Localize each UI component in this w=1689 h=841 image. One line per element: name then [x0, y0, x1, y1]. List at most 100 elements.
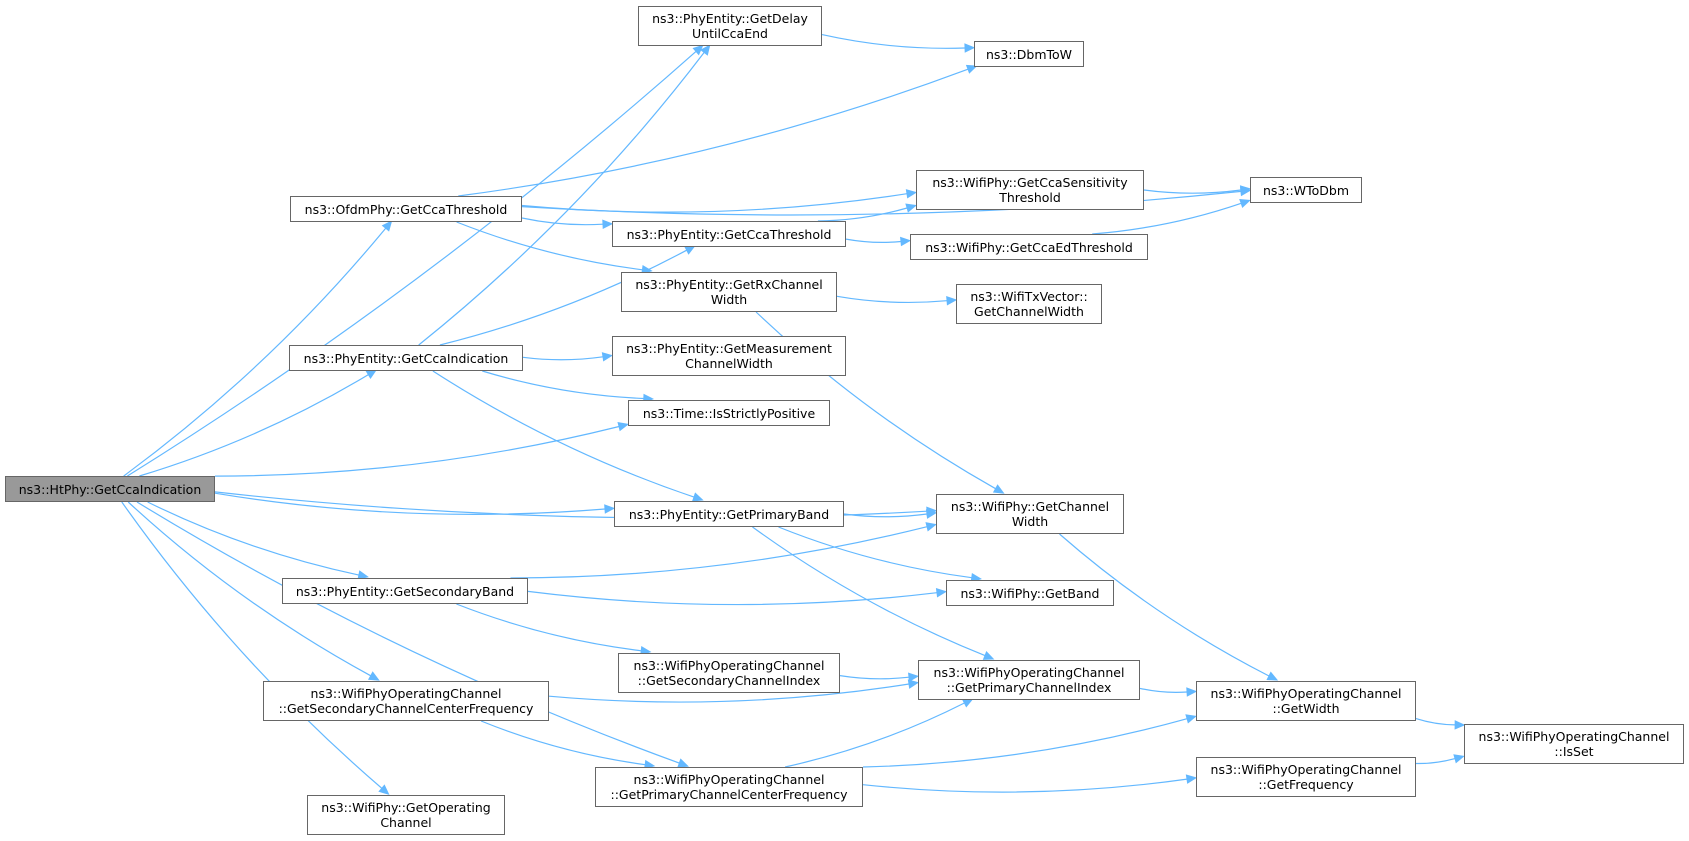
edge-get-secondary-band-to-get-secondary-channel-index: [456, 603, 642, 652]
edge-get-primary-channel-center-frequency-to-opchannel-get-width: [862, 718, 1188, 768]
node-get-cca-ed-threshold[interactable]: ns3::WifiPhy::GetCcaEdThreshold: [910, 234, 1148, 260]
edge-get-primary-channel-index-to-opchannel-get-width: [1139, 687, 1188, 693]
node-label: ns3::DbmToW: [985, 46, 1073, 62]
node-label-line: ns3::PhyEntity::GetRxChannel: [635, 277, 823, 292]
node-get-cca-indication[interactable]: ns3::PhyEntity::GetCcaIndication: [289, 345, 523, 371]
edge-arrowhead: [946, 295, 958, 306]
edge-arrowhead: [1186, 687, 1198, 697]
node-label-line: ::GetSecondaryChannelIndex: [637, 673, 821, 688]
node-get-primary-channel-center-frequency[interactable]: ns3::WifiPhyOperatingChannel::GetPrimary…: [595, 767, 863, 807]
node-label: ns3::PhyEntity::GetPrimaryBand: [628, 506, 830, 522]
node-opchannel-get-frequency[interactable]: ns3::WifiPhyOperatingChannel::GetFrequen…: [1196, 757, 1416, 797]
node-get-primary-band[interactable]: ns3::PhyEntity::GetPrimaryBand: [614, 501, 844, 527]
node-is-strictly-positive[interactable]: ns3::Time::IsStrictlyPositive: [628, 400, 830, 426]
node-label-line: ::GetPrimaryChannelIndex: [946, 680, 1112, 695]
node-label-line: ::GetSecondaryChannelCenterFrequency: [278, 701, 534, 716]
edge-htphy-get-cca-indication-to-get-secondary-band: [147, 501, 360, 576]
edge-phyentity-get-cca-threshold-to-get-cca-ed-threshold: [845, 238, 902, 243]
node-label-line: ::GetPrimaryChannelCenterFrequency: [610, 787, 848, 802]
edge-get-delay-until-cca-end-to-dbm-to-w: [821, 34, 966, 49]
edge-ofdm-get-cca-threshold-to-get-cca-sensitivity-threshold: [521, 193, 908, 213]
edge-get-primary-band-to-wifiphy-get-channel-width: [843, 513, 928, 518]
node-label-line: ns3::WifiPhyOperatingChannel: [310, 686, 502, 701]
node-label-line: ns3::WifiPhyOperatingChannel: [933, 665, 1125, 680]
node-label-line: ns3::WifiPhyOperatingChannel: [633, 658, 825, 673]
node-label-line: ns3::WifiPhyOperatingChannel: [633, 772, 825, 787]
node-label-line: ::GetFrequency: [1258, 777, 1354, 792]
edge-htphy-get-cca-indication-to-get-secondary-channel-center-frequency: [127, 501, 372, 677]
node-opchannel-is-set[interactable]: ns3::WifiPhyOperatingChannel::IsSet: [1464, 724, 1684, 764]
node-label-line: ns3::PhyEntity::GetMeasurement: [626, 341, 832, 356]
node-label-line: ::GetWidth: [1272, 701, 1340, 716]
edge-arrowhead: [604, 504, 616, 514]
node-label: ns3::Time::IsStrictlyPositive: [642, 405, 816, 421]
edge-arrowhead: [992, 484, 1005, 494]
edge-arrowhead: [965, 64, 978, 74]
edge-get-cca-indication-to-get-delay-until-cca-end: [418, 52, 705, 346]
node-label-line: ns3::WifiPhy::GetCcaSensitivity: [932, 175, 1128, 190]
node-get-primary-channel-index[interactable]: ns3::WifiPhyOperatingChannel::GetPrimary…: [918, 660, 1140, 700]
edge-htphy-get-cca-indication-to-is-strictly-positive: [214, 425, 620, 477]
edge-get-primary-channel-center-frequency-to-get-primary-channel-index: [784, 702, 965, 768]
edge-arrowhead: [964, 43, 976, 53]
edge-arrowhead: [1239, 199, 1251, 208]
edge-arrowhead: [367, 671, 380, 681]
node-label-line: ns3::PhyEntity::GetDelay: [652, 11, 808, 26]
node-opchannel-get-width[interactable]: ns3::WifiPhyOperatingChannel::GetWidth: [1196, 681, 1416, 721]
node-label-line: ChannelWidth: [685, 356, 773, 371]
edge-arrowhead: [925, 522, 937, 532]
node-label-line: ns3::WifiPhy::GetChannel: [950, 499, 1110, 514]
edge-arrowhead: [1266, 671, 1279, 681]
node-label: ns3::PhyEntity::GetSecondaryBand: [295, 583, 515, 599]
edge-arrowhead: [982, 650, 995, 660]
node-label-line: ns3::WifiTxVector::: [970, 289, 1088, 304]
node-label-line: ns3::WifiPhyOperatingChannel: [1210, 762, 1402, 777]
node-txvector-get-channel-width[interactable]: ns3::WifiTxVector::GetChannelWidth: [956, 284, 1102, 324]
node-phyentity-get-cca-threshold[interactable]: ns3::PhyEntity::GetCcaThreshold: [612, 221, 846, 247]
edge-get-primary-band-to-get-primary-channel-index: [752, 526, 986, 657]
node-label-line: Threshold: [999, 190, 1061, 205]
node-label: ns3::WToDbm: [1262, 182, 1350, 198]
node-label: ns3::WifiPhy::GetBand: [960, 585, 1100, 601]
edge-arrowhead: [1185, 774, 1198, 784]
node-ofdm-get-cca-threshold[interactable]: ns3::OfdmPhy::GetCcaThreshold: [290, 196, 522, 222]
node-label-line: ns3::WifiPhyOperatingChannel: [1210, 686, 1402, 701]
edge-arrowhead: [935, 587, 948, 598]
node-wifiphy-get-band[interactable]: ns3::WifiPhy::GetBand: [946, 580, 1114, 606]
edge-arrowhead: [1454, 720, 1466, 730]
node-label-line: Width: [1011, 514, 1049, 529]
edge-arrowhead: [925, 509, 938, 519]
edge-opchannel-get-frequency-to-opchannel-is-set: [1415, 758, 1456, 765]
node-get-secondary-channel-center-frequency[interactable]: ns3::WifiPhyOperatingChannel::GetSeconda…: [263, 681, 549, 721]
node-dbm-to-w[interactable]: ns3::DbmToW: [974, 41, 1084, 67]
edge-arrowhead: [900, 236, 912, 247]
edge-get-primary-channel-center-frequency-to-opchannel-get-frequency: [862, 778, 1188, 793]
edge-arrowhead: [908, 672, 920, 683]
edge-arrowhead: [381, 220, 393, 232]
edge-htphy-get-cca-indication-to-get-primary-channel-center-frequency: [136, 501, 680, 764]
node-get-secondary-band[interactable]: ns3::PhyEntity::GetSecondaryBand: [282, 578, 528, 604]
edge-get-cca-indication-to-phyentity-get-cca-threshold: [439, 249, 687, 346]
edge-arrowhead: [907, 679, 920, 689]
edge-arrowhead: [700, 44, 711, 56]
edge-arrowhead: [1239, 185, 1252, 195]
edge-get-primary-band-to-wifiphy-get-band: [778, 526, 972, 579]
edge-arrowhead: [601, 352, 614, 362]
node-get-secondary-channel-index[interactable]: ns3::WifiPhyOperatingChannel::GetSeconda…: [618, 653, 840, 693]
node-label: ns3::PhyEntity::GetCcaThreshold: [626, 226, 832, 242]
node-label-line: UntilCcaEnd: [692, 26, 768, 41]
edge-htphy-get-cca-indication-to-ofdm-get-cca-threshold: [123, 227, 387, 477]
edge-get-rx-channel-width-to-txvector-get-channel-width: [836, 295, 948, 304]
edge-ofdm-get-cca-threshold-to-get-rx-channel-width: [456, 221, 643, 271]
node-w-to-dbm[interactable]: ns3::WToDbm: [1250, 177, 1362, 203]
edge-arrowhead: [365, 369, 378, 380]
node-label: ns3::WifiPhy::GetCcaEdThreshold: [925, 239, 1133, 255]
